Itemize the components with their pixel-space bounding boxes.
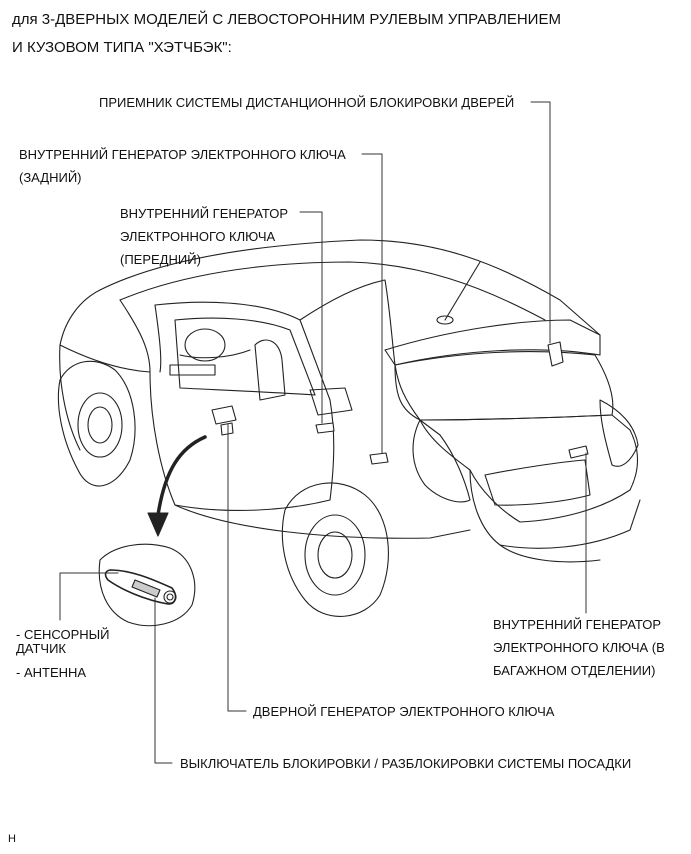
label-front-oscillator-line-3: (ПЕРЕДНИЙ) — [120, 252, 201, 267]
label-door-oscillator: ДВЕРНОЙ ГЕНЕРАТОР ЭЛЕКТРОННОГО КЛЮЧА — [253, 704, 555, 719]
label-door-lock-receiver: ПРИЕМНИК СИСТЕМЫ ДИСТАНЦИОННОЙ БЛОКИРОВК… — [99, 95, 515, 110]
front-oscillator-marker — [315, 422, 335, 434]
car-body — [57, 239, 641, 617]
figure-code: H — [8, 833, 16, 845]
label-luggage-oscillator-line-2: ЭЛЕКТРОННОГО КЛЮЧА (В — [493, 640, 665, 655]
door-lock-receiver-marker — [547, 341, 564, 367]
leader-lines — [59, 101, 587, 764]
detail-arrow — [147, 435, 207, 537]
label-luggage-oscillator-line-1: ВНУТРЕННИЙ ГЕНЕРАТОР — [493, 617, 662, 632]
label-lock-switch: ВЫКЛЮЧАТЕЛЬ БЛОКИРОВКИ / РАЗБЛОКИРОВКИ С… — [180, 756, 632, 771]
door-handle-marker — [220, 422, 234, 436]
door-handle-detail — [98, 543, 196, 627]
door-oscillator-marker — [211, 405, 237, 425]
luggage-oscillator-marker — [568, 445, 589, 459]
label-front-oscillator-line-1: ВНУТРЕННИЙ ГЕНЕРАТОР — [120, 206, 289, 221]
title-line-2: И КУЗОВОМ ТИПА "ХЭТЧБЭК": — [12, 39, 232, 56]
component-markers — [211, 341, 589, 465]
rear-oscillator-marker — [369, 452, 389, 465]
label-antenna: - АНТЕННА — [16, 665, 87, 680]
title-line-1: для 3-ДВЕРНЫХ МОДЕЛЕЙ С ЛЕВОСТОРОННИМ РУ… — [12, 11, 561, 28]
label-luggage-oscillator-line-3: БАГАЖНОМ ОТДЕЛЕНИИ) — [493, 663, 656, 678]
label-touch-sensor-line-1: - СЕНСОРНЫЙ — [16, 627, 110, 642]
label-front-oscillator-line-2: ЭЛЕКТРОННОГО КЛЮЧА — [120, 229, 276, 244]
label-rear-oscillator-line-2: (ЗАДНИЙ) — [19, 170, 82, 185]
label-touch-sensor-line-2: ДАТЧИК — [16, 641, 66, 656]
label-rear-oscillator-line-1: ВНУТРЕННИЙ ГЕНЕРАТОР ЭЛЕКТРОННОГО КЛЮЧА — [19, 147, 346, 162]
